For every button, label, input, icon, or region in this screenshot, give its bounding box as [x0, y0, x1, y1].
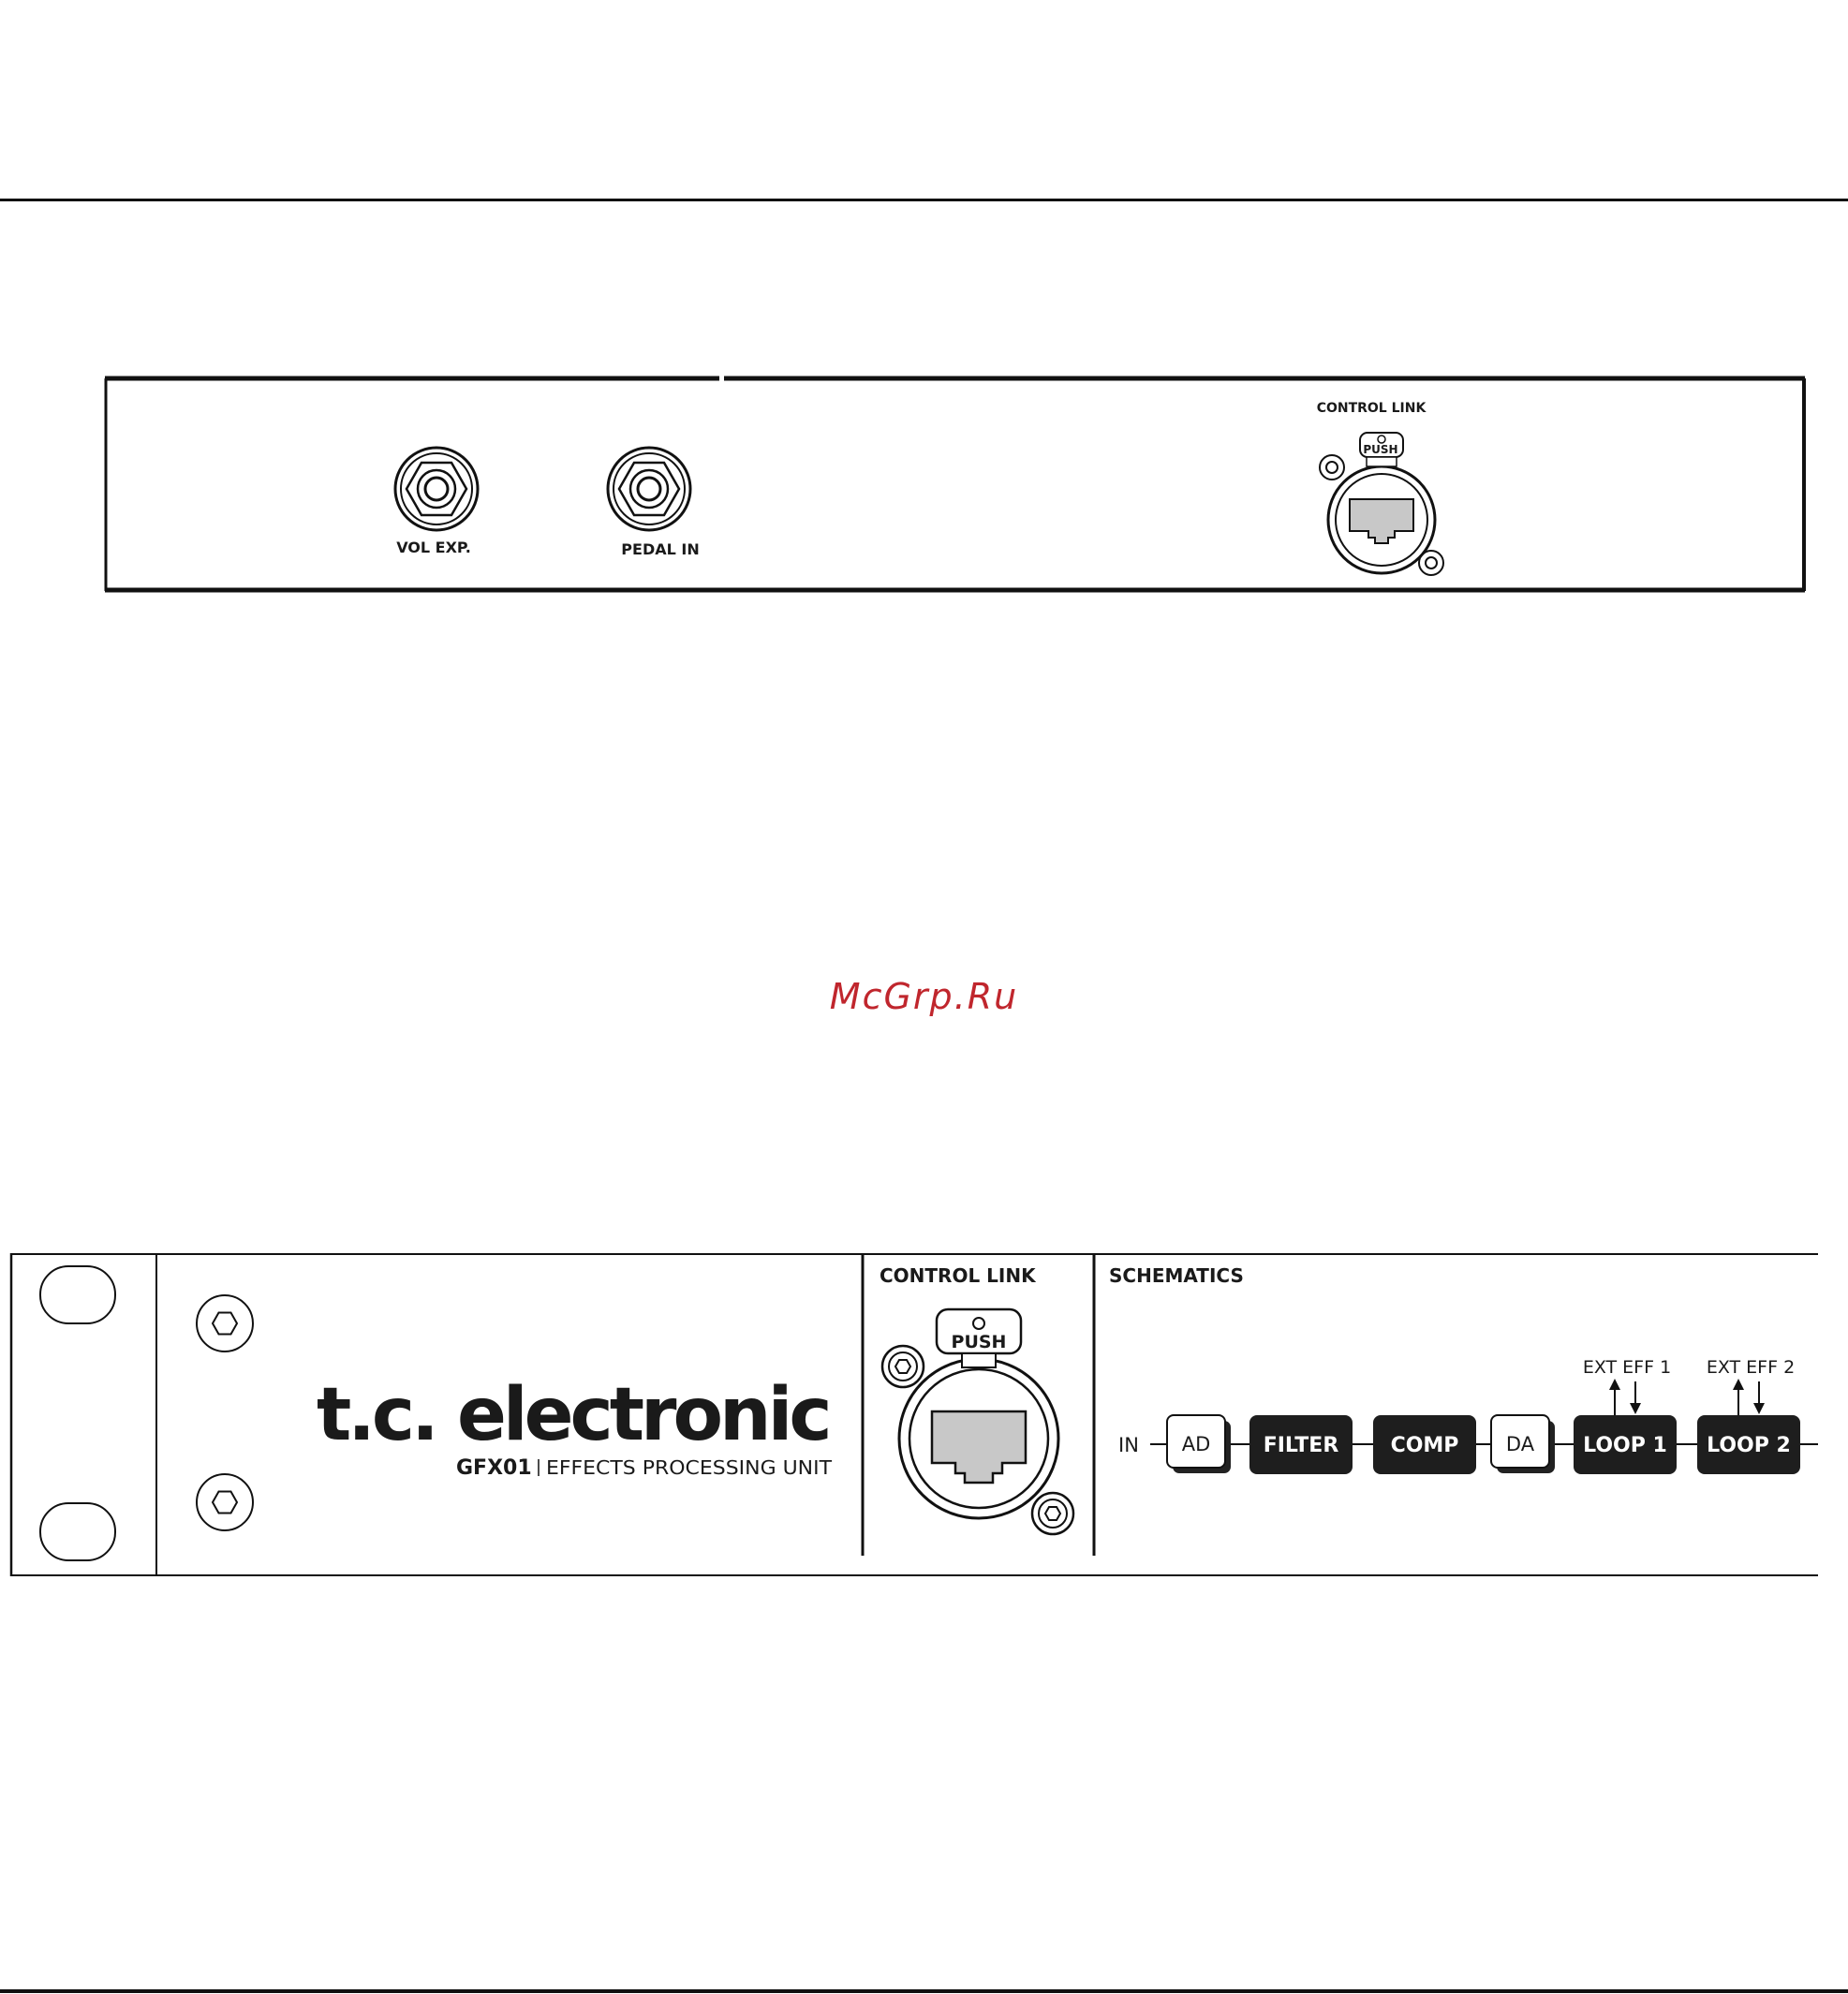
rear-panel — [105, 378, 1805, 591]
screw-top — [197, 1295, 253, 1351]
rear-ethercon-connector[interactable] — [1320, 433, 1443, 575]
svg-text:LOOP 1: LOOP 1 — [1583, 1434, 1667, 1457]
model-name: GFX01 — [456, 1456, 532, 1480]
pedal-in-label: PEDAL IN — [621, 540, 699, 558]
pedal-in-jack[interactable] — [608, 448, 690, 530]
rear-control-link-label: CONTROL LINK — [1317, 401, 1427, 416]
schematic-block-loop1: LOOP 1 — [1574, 1415, 1677, 1474]
rack-slot-top — [40, 1266, 115, 1323]
model-description: EFFECTS PROCESSING UNIT — [546, 1456, 833, 1479]
ext-eff-2-send-return-arrows-icon — [1733, 1379, 1765, 1415]
front-rj45-port-icon — [932, 1411, 1026, 1483]
ext-eff-1-label: EXT EFF 1 — [1583, 1357, 1671, 1378]
schematic-block-comp: COMP — [1373, 1415, 1476, 1474]
schematics-label: SCHEMATICS — [1109, 1264, 1244, 1287]
ext-eff-2-label: EXT EFF 2 — [1707, 1357, 1795, 1378]
ext-eff-1-send-return-arrows-icon — [1609, 1379, 1641, 1415]
schematic-in-label: IN — [1118, 1434, 1139, 1456]
svg-text:LOOP 2: LOOP 2 — [1707, 1434, 1791, 1457]
front-ethercon-connector[interactable] — [882, 1309, 1073, 1534]
svg-text:FILTER: FILTER — [1264, 1434, 1339, 1457]
rear-push-label: PUSH — [1363, 443, 1397, 456]
rack-slot-bottom — [40, 1503, 115, 1560]
schematic-block-da: DA — [1491, 1415, 1555, 1473]
schematic-block-filter: FILTER — [1249, 1415, 1353, 1474]
svg-text:DA: DA — [1506, 1433, 1535, 1455]
front-push-label: PUSH — [952, 1332, 1007, 1352]
top-rule — [0, 199, 1848, 201]
rear-rj45-port-icon — [1350, 499, 1413, 543]
screw-bottom — [197, 1474, 253, 1530]
svg-text:AD: AD — [1182, 1433, 1211, 1455]
rack-ear — [40, 1266, 115, 1560]
front-control-link-label: CONTROL LINK — [880, 1264, 1037, 1287]
vol-exp-jack[interactable] — [395, 448, 478, 530]
watermark-text: McGrp.Ru — [0, 976, 1848, 1017]
svg-text:COMP: COMP — [1391, 1434, 1459, 1457]
brand-logo: t.c. electronic — [317, 1373, 829, 1457]
schematic-block-ad: AD — [1167, 1415, 1231, 1473]
schematic-block-loop2: LOOP 2 — [1697, 1415, 1800, 1474]
vol-exp-label: VOL EXP. — [396, 539, 471, 556]
front-panel — [10, 1253, 1818, 1576]
bottom-rule — [0, 1989, 1848, 1993]
